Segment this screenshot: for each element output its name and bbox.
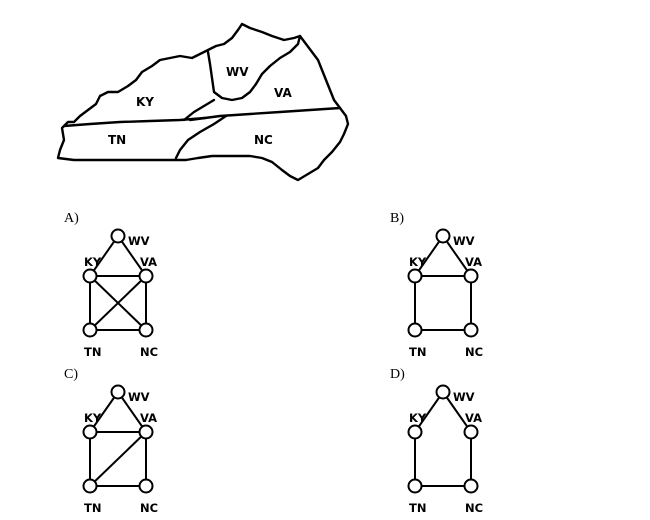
node-label-nc: NC [465, 501, 483, 515]
node-label-ky: KY [84, 411, 102, 425]
edge-wv-va [442, 235, 472, 277]
graph-option-b: WV KY VA TN NC [407, 228, 483, 359]
node-label-tn: TN [409, 501, 426, 515]
graph-option-a: WV KY VA TN NC [82, 228, 158, 359]
node-wv [435, 228, 451, 244]
node-label-ky: KY [409, 411, 427, 425]
node-label-nc: NC [140, 501, 158, 515]
edge-wv-va [117, 391, 147, 433]
node-label-wv: WV [128, 390, 150, 404]
edge-wv-ky [414, 235, 444, 277]
node-nc [138, 322, 154, 338]
node-tn [82, 322, 98, 338]
edge-wv-ky [89, 391, 119, 433]
node-va [138, 424, 154, 440]
border-wv [206, 34, 302, 102]
option-label-c: C) [64, 367, 78, 382]
node-label-va: VA [465, 411, 482, 425]
node-wv [435, 384, 451, 400]
node-label-va: VA [465, 255, 482, 269]
node-label-nc: NC [465, 345, 483, 359]
node-tn [407, 478, 423, 494]
border-ky-va [182, 98, 216, 122]
node-nc [463, 478, 479, 494]
node-ky [407, 424, 423, 440]
option-label-d: D) [390, 367, 405, 382]
node-label-wv: WV [453, 390, 475, 404]
edge-wv-va [117, 235, 147, 277]
node-nc [463, 322, 479, 338]
node-va [463, 424, 479, 440]
node-va [463, 268, 479, 284]
node-wv [110, 384, 126, 400]
border-va-nc [188, 106, 342, 122]
node-ky [82, 268, 98, 284]
node-wv [110, 228, 126, 244]
border-tn-nc [174, 114, 228, 160]
node-label-tn: TN [84, 501, 101, 515]
edge-va-tn [89, 431, 147, 487]
node-tn [407, 322, 423, 338]
node-label-tn: TN [84, 345, 101, 359]
node-ky [407, 268, 423, 284]
edge-wv-ky [89, 235, 119, 277]
node-ky [82, 424, 98, 440]
option-label-b: B) [390, 211, 404, 226]
edge-wv-ky [414, 391, 444, 433]
node-label-tn: TN [409, 345, 426, 359]
node-tn [82, 478, 98, 494]
node-label-wv: WV [453, 234, 475, 248]
node-label-ky: KY [84, 255, 102, 269]
map-label-ky: KY [136, 95, 154, 109]
map-outline [56, 22, 350, 182]
edge-wv-va [442, 391, 472, 433]
node-label-va: VA [140, 411, 157, 425]
node-label-wv: WV [128, 234, 150, 248]
graph-option-d: WV KY VA TN NC [407, 384, 483, 515]
node-label-nc: NC [140, 345, 158, 359]
node-va [138, 268, 154, 284]
graph-option-c: WV KY VA TN NC [82, 384, 158, 515]
node-label-ky: KY [409, 255, 427, 269]
map-label-wv: WV [226, 65, 249, 79]
node-label-va: VA [140, 255, 157, 269]
node-nc [138, 478, 154, 494]
map-label-nc: NC [254, 133, 273, 147]
map-label-tn: TN [108, 133, 126, 147]
option-label-a: A) [64, 211, 79, 226]
map-label-va: VA [274, 86, 292, 100]
edge-va-tn [89, 275, 147, 331]
state-map: KY WV VA TN NC [56, 22, 350, 182]
